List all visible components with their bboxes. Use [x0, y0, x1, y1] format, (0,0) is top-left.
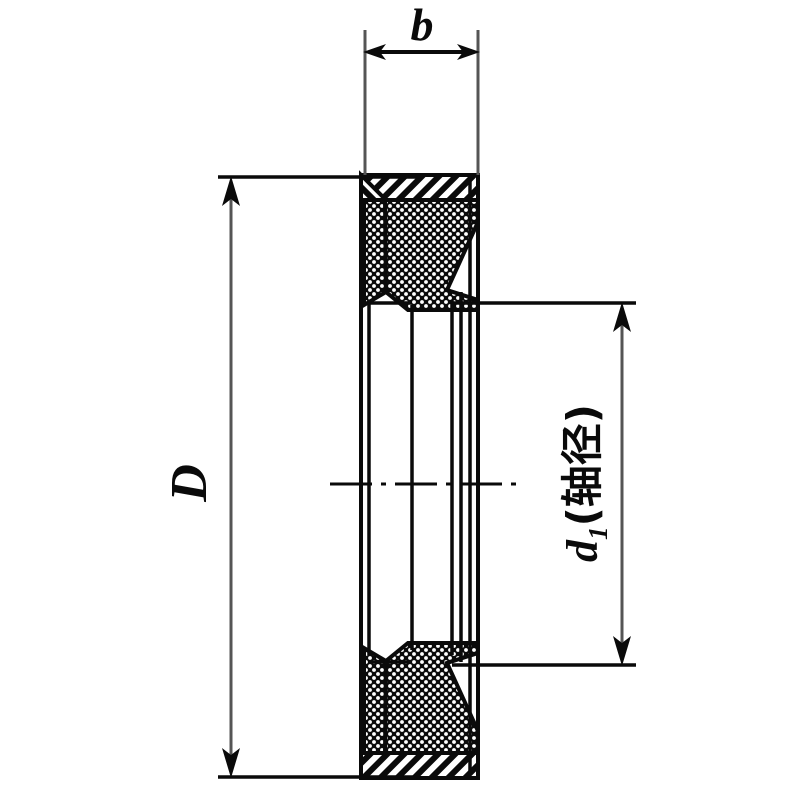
lower-lip-root: [362, 644, 389, 755]
dimension-label-d1-group: d1(轴径): [558, 404, 613, 562]
dimension-arrow-icon: [222, 748, 240, 778]
d1-symbol: d: [558, 539, 607, 562]
dimension-label-b: b: [411, 0, 434, 50]
dimension-arrow-icon: [457, 44, 480, 60]
dimension-arrow-icon: [363, 44, 386, 60]
dimension-arrow-icon: [222, 176, 240, 206]
dimension-D-group: D: [161, 175, 420, 779]
lower-seal-lip: [382, 641, 480, 755]
d1-subscript: 1: [583, 526, 613, 540]
bore-end-lines: [369, 301, 412, 664]
dimension-d1-group: d1(轴径): [452, 301, 636, 667]
dimension-label-d1: d1(轴径): [558, 404, 613, 562]
upper-lip-root: [362, 198, 389, 309]
seal-body-group: [359, 170, 480, 780]
upper-seal-lip: [382, 198, 480, 312]
dimension-b-group: b: [363, 0, 480, 175]
dimension-arrow-icon: [613, 636, 631, 666]
dimension-label-D: D: [161, 464, 218, 503]
d1-chinese-note: (轴径): [558, 404, 607, 526]
dimension-arrow-icon: [613, 302, 631, 332]
